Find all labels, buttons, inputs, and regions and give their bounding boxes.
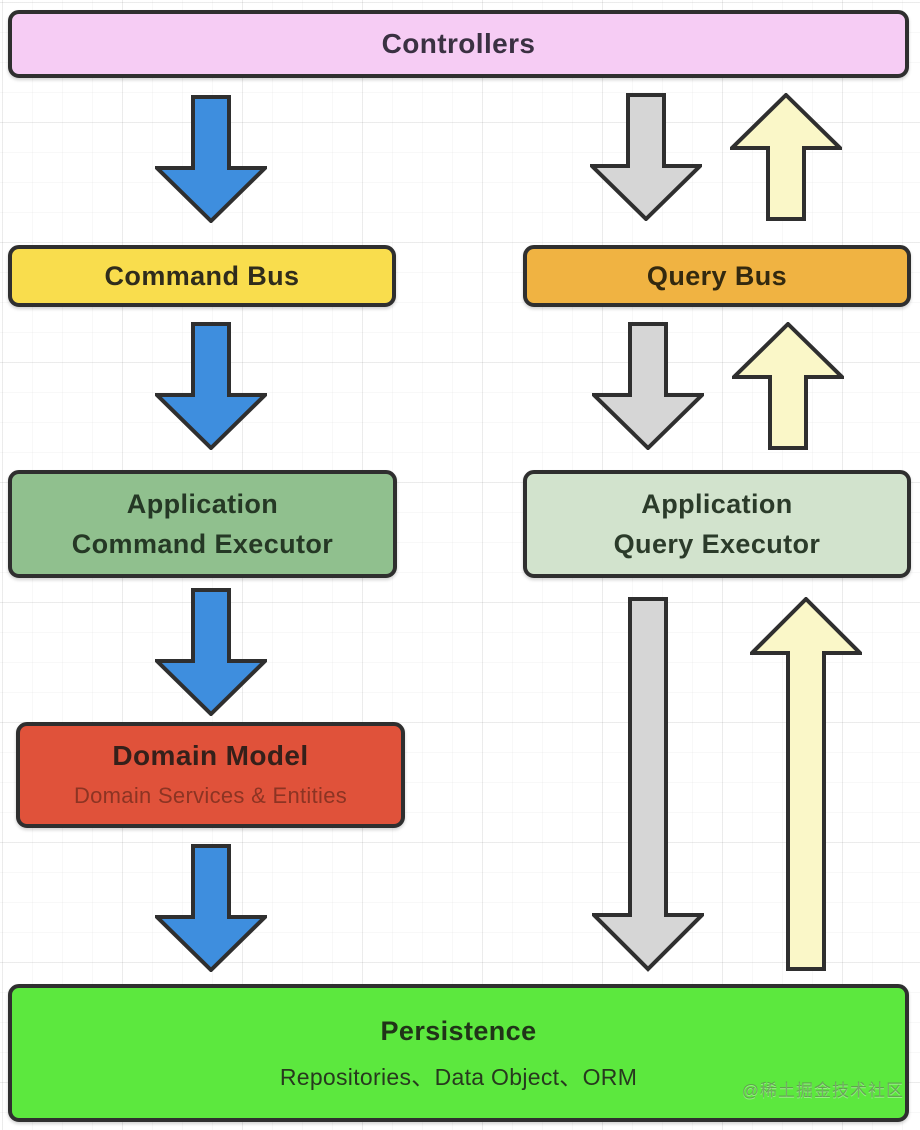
arrow-controllers-to-query-bus-down-icon	[590, 93, 702, 221]
watermark-text: @稀土掘金技术社区	[741, 1081, 904, 1100]
node-command-bus-label: Command Bus	[104, 261, 300, 291]
node-application-command-executor: Application Command Executor	[8, 470, 397, 578]
arrow-query-bus-to-controllers-up-icon	[730, 93, 842, 221]
arrow-shape	[592, 597, 704, 972]
arrow-shape	[730, 93, 842, 221]
arrow-shape	[155, 95, 267, 223]
node-controllers-label: Controllers	[381, 28, 536, 59]
node-command-bus: Command Bus	[8, 245, 396, 307]
node-persistence-subtitle: Repositories、Data Object、ORM	[279, 1064, 638, 1090]
node-domain-model-title: Domain Model	[112, 740, 309, 771]
arrow-shape	[732, 322, 844, 450]
arrow-domain-model-to-persistence-down-icon	[155, 844, 267, 972]
node-domain-model-subtitle: Domain Services & Entities	[73, 783, 348, 808]
arrow-shape	[750, 597, 862, 971]
node-query-bus-label: Query Bus	[646, 261, 788, 291]
node-persistence: Persistence Repositories、Data Object、ORM	[8, 984, 909, 1122]
node-controllers: Controllers	[8, 10, 909, 78]
node-query-bus: Query Bus	[523, 245, 911, 307]
arrow-query-executor-to-persistence-down-icon	[592, 597, 704, 972]
node-application-command-executor-line2: Command Executor	[71, 529, 334, 559]
arrow-executor-to-query-bus-up-icon	[732, 322, 844, 450]
arrow-shape	[155, 588, 267, 716]
arrow-query-bus-to-executor-down-icon	[592, 322, 704, 450]
node-application-query-executor-line2: Query Executor	[613, 529, 821, 559]
node-application-query-executor-line1: Application	[641, 489, 793, 519]
arrow-shape	[592, 322, 704, 450]
arrow-persistence-to-query-executor-up-icon	[750, 597, 862, 971]
arrow-executor-to-domain-model-down-icon	[155, 588, 267, 716]
node-application-query-executor: Application Query Executor	[523, 470, 911, 578]
node-persistence-title: Persistence	[380, 1016, 537, 1046]
arrow-controllers-to-command-bus-down-icon	[155, 95, 267, 223]
arrow-shape	[590, 93, 702, 221]
arrow-command-bus-to-executor-down-icon	[155, 322, 267, 450]
node-application-command-executor-line1: Application	[126, 489, 279, 519]
arrow-shape	[155, 322, 267, 450]
node-domain-model: Domain Model Domain Services & Entities	[16, 722, 405, 828]
arrow-shape	[155, 844, 267, 972]
